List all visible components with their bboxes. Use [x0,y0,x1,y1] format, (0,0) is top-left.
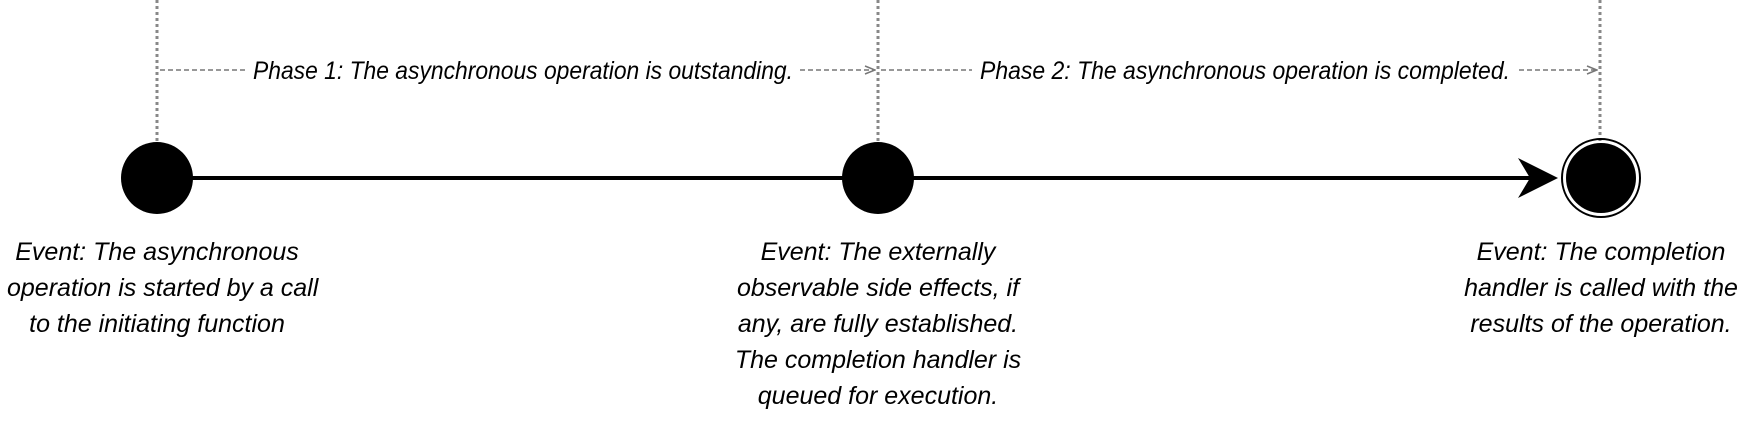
event-3-caption-line: handler is called with the [1464,274,1738,302]
event-3-end-node [1561,138,1641,218]
event-2-caption-line: The completion handler is [734,346,1022,374]
event-1-caption-line: Event: The asynchronous [15,238,299,266]
event-2-caption-line: queued for execution. [757,382,999,410]
event-3-caption: Event: The completion handler is called … [1451,234,1751,342]
event-1-node [121,142,193,214]
event-2-caption-line: Event: The externally [760,238,996,266]
event-1-caption: Event: The asynchronous operation is sta… [7,234,319,342]
event-3-caption-line: Event: The completion [1476,238,1726,266]
event-2-node [842,142,914,214]
event-1-caption-line: to the initiating function [29,310,285,338]
timeline-arrowhead [1518,158,1558,198]
phase-1-label: Phase 1: The asynchronous operation is o… [253,57,793,85]
phase-2-label: Phase 2: The asynchronous operation is c… [980,57,1510,85]
event-3-caption-line: results of the operation. [1470,310,1732,338]
event-2-caption-line: observable side effects, if [736,274,1020,302]
event-2-caption-line: any, are fully established. [737,310,1019,338]
event-2-caption: Event: The externally observable side ef… [728,234,1028,414]
event-1-caption-line: operation is started by a call [7,274,319,302]
